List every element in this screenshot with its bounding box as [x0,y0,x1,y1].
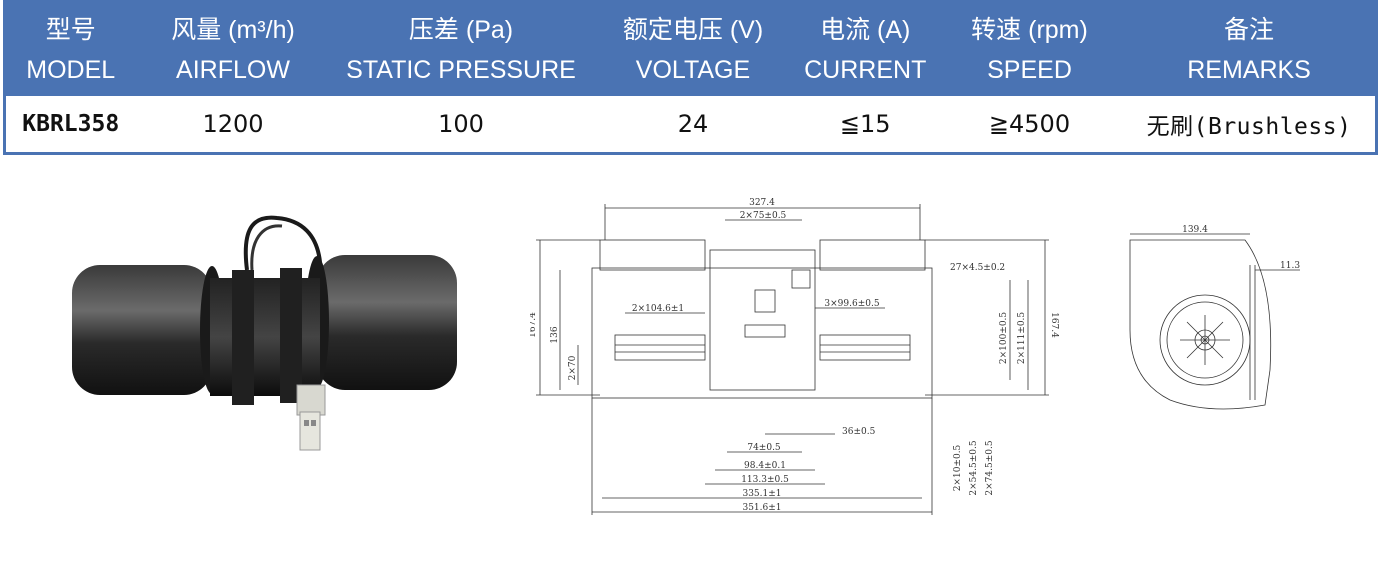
header-zh: 风量 [171,14,222,44]
header-zh: 电流 [820,14,871,44]
dim-2x75: 2×75±0.5 [740,211,787,221]
header-unit: (rpm) [1028,15,1088,44]
dim-2x111: 2×111±0.5 [1017,312,1027,365]
cell-voltage: 24 [677,110,709,138]
header-current: 电流 (A) CURRENT [795,3,936,96]
header-en: SPEED [987,55,1072,84]
header-unit: (A) [877,15,911,44]
table-row: KBRL358 1200 100 24 ≦15 ≧4500 无刷(Brushle… [6,96,1375,152]
dim-2x70: 2×70 [568,355,578,380]
header-zh: 备注 [1224,14,1275,44]
header-en: MODEL [26,55,116,84]
header-model: 型号 MODEL [6,3,135,96]
dim-2x104: 2×104.6±1 [632,304,684,314]
spec-table: 型号 MODEL 风量 (m³/h) AIRFLOW 压差 (Pa) STATI… [3,0,1378,155]
dim-136: 136 [550,326,560,343]
dim-2x74: 2×74.5±0.5 [985,440,995,495]
dim-36: 36±0.5 [842,427,876,437]
header-unit: (V) [729,15,764,44]
header-en: REMARKS [1187,55,1311,84]
dim-2x100: 2×100±0.5 [999,312,1009,365]
header-voltage: 额定电压 (V) VOLTAGE [591,3,794,96]
dim-3x99: 3×99.6±0.5 [824,299,879,309]
header-en: CURRENT [804,55,927,84]
header-en: STATIC PRESSURE [346,55,576,84]
cell-remarks: 无刷(Brushless) [1146,114,1352,140]
header-zh: 型号 [45,14,96,44]
dim-27x4: 27×4.5±0.2 [950,263,1005,273]
side-view-drawing: 139.4 11.3 [1129,225,1300,410]
header-airflow: 风量 (m³/h) AIRFLOW [135,3,330,96]
dim-167-right: 167.4 [1049,312,1059,338]
dim-2x10: 2×10±0.5 [953,444,963,491]
header-en: VOLTAGE [635,55,751,84]
dim-167-left: 167.4 [530,312,538,338]
dim-113: 113.3±0.5 [741,475,789,485]
cell-static-pressure: 100 [438,110,484,138]
cell-speed: ≧4500 [988,110,1071,138]
dim-139: 139.4 [1182,225,1208,235]
header-static-pressure: 压差 (Pa) STATIC PRESSURE [331,3,592,96]
cell-model: KBRL358 [22,111,120,137]
cell-current: ≦15 [839,110,891,138]
dim-11: 11.3 [1280,261,1300,271]
header-unit: (m³/h) [228,15,295,44]
table-header-row: 型号 MODEL 风量 (m³/h) AIRFLOW 压差 (Pa) STATI… [6,3,1375,96]
header-unit: (Pa) [465,15,514,44]
dim-327: 327.4 [749,198,775,208]
blower-product-photo [72,215,457,451]
header-remarks: 备注 REMARKS [1123,3,1375,96]
dim-351: 351.6±1 [742,503,781,513]
dim-2x54: 2×54.5±0.5 [969,440,979,495]
header-zh: 额定电压 [622,14,723,44]
dim-98: 98.4±0.1 [744,461,786,471]
header-zh: 压差 [408,14,459,44]
cell-airflow: 1200 [202,110,264,138]
header-speed: 转速 (rpm) SPEED [936,3,1123,96]
header-en: AIRFLOW [176,55,290,84]
dim-74: 74±0.5 [747,443,781,453]
dim-335: 335.1±1 [742,489,781,499]
front-view-drawing: 327.4 2×75±0.5 167.4 136 2×70 2×104.6±1 … [530,198,1059,515]
header-zh: 转速 [971,14,1022,44]
